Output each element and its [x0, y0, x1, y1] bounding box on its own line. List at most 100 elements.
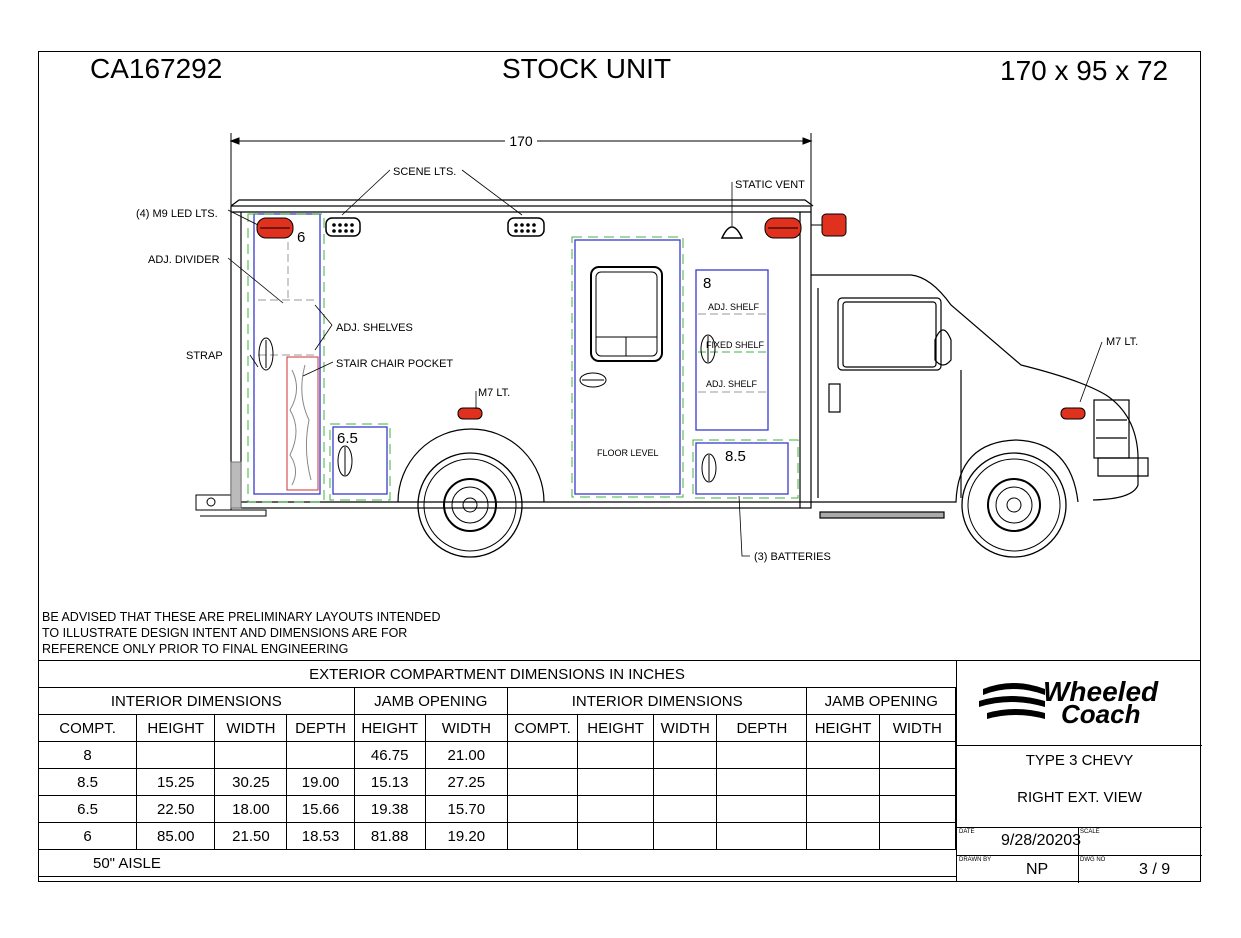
table-cell: 8 [37, 741, 138, 769]
table-cell [506, 822, 579, 850]
column-header: HEIGHT [353, 714, 426, 742]
m9-led-lights-callout: (4) M9 LED LTS. [136, 208, 218, 220]
chevy-cab [811, 274, 1149, 519]
table-cell [506, 768, 579, 796]
model-name: TYPE 3 CHEVY [1025, 752, 1134, 769]
batteries-callout: (3) BATTERIES [754, 551, 831, 563]
title-block-divider [1078, 827, 1079, 883]
table-column-header-row: COMPT. HEIGHT WIDTH DEPTH HEIGHT WIDTH C… [37, 714, 957, 742]
compartment-6-5 [329, 423, 391, 501]
callout-leaders [227, 169, 1103, 557]
table-cell [286, 741, 355, 769]
group-header-jamb-right: JAMB OPENING [806, 687, 956, 715]
page-title: STOCK UNIT [502, 53, 672, 84]
m9-led-light-corner-icon [811, 213, 847, 237]
table-cell [214, 741, 288, 769]
table-cell [653, 768, 718, 796]
column-header: WIDTH [878, 714, 957, 742]
logo-line-2: Coach [1061, 699, 1140, 729]
compartment-8-5 [692, 439, 799, 499]
overall-length-label: 170 [509, 133, 533, 149]
table-cell [806, 768, 880, 796]
table-cell: 18.00 [214, 795, 288, 823]
title-block: Wheeled Coach TYPE 3 CHEVY RIGHT EXT. VI… [956, 660, 1202, 883]
table-cell: 15.13 [353, 768, 426, 796]
scene-light-rear-icon [325, 217, 361, 237]
table-cell: 15.66 [286, 795, 355, 823]
adj-shelf-lower-label: ADJ. SHELF [706, 379, 758, 389]
rear-wheel-icon [397, 428, 545, 558]
column-header: DEPTH [286, 714, 355, 742]
scene-light-front-icon [507, 217, 545, 237]
overall-length-dimension [229, 133, 813, 205]
column-header: HEIGHT [806, 714, 880, 742]
table-cell [577, 795, 655, 823]
logo-line-1: Wheeled [1043, 676, 1159, 707]
table-cell [806, 741, 880, 769]
m7-light-body-icon [457, 407, 483, 420]
compartment-8 [695, 269, 769, 431]
rear-step [195, 461, 267, 517]
table-cell: 22.50 [136, 795, 216, 823]
table-cell [136, 741, 216, 769]
table-cell [716, 741, 808, 769]
compartment-6 [247, 213, 325, 503]
table-cell: 30.25 [214, 768, 288, 796]
stair-chair-pocket-callout: STAIR CHAIR POCKET [336, 358, 453, 370]
column-header: HEIGHT [136, 714, 216, 742]
column-header: WIDTH [653, 714, 718, 742]
table-group-header-row: INTERIOR DIMENSIONS JAMB OPENING INTERIO… [38, 687, 956, 715]
front-wheel-icon [961, 452, 1067, 558]
m7-light-body-callout: M7 LT. [478, 387, 510, 399]
table-title-row: EXTERIOR COMPARTMENT DIMENSIONS IN INCHE… [38, 660, 956, 688]
aisle-note: 50" AISLE [38, 849, 956, 877]
table-cell [806, 795, 880, 823]
table-cell: 19.38 [353, 795, 426, 823]
wheeled-coach-logo-icon: Wheeled Coach [979, 676, 1159, 729]
table-cell: 15.25 [136, 768, 216, 796]
table-cell [878, 741, 957, 769]
table-cell [506, 741, 579, 769]
drawing-sheet-border [38, 51, 1201, 882]
table-cell [653, 795, 718, 823]
table-cell [577, 741, 655, 769]
column-header: WIDTH [214, 714, 288, 742]
m7-light-cab-icon [1060, 407, 1086, 420]
patient-module-body [230, 199, 814, 509]
table-cell [878, 768, 957, 796]
drawn-by-value: NP [1026, 861, 1049, 878]
column-header: WIDTH [424, 714, 508, 742]
adj-shelf-upper-label: ADJ. SHELF [708, 302, 760, 312]
m9-led-light-rear-icon [256, 217, 294, 239]
table-cell [806, 822, 880, 850]
table-cell: 21.50 [214, 822, 288, 850]
table-cell [716, 822, 808, 850]
table-title: EXTERIOR COMPARTMENT DIMENSIONS IN INCHE… [38, 660, 956, 688]
table-cell [577, 768, 655, 796]
date-value: 9/28/20203 [1001, 832, 1082, 849]
m7-light-cab-callout: M7 LT. [1106, 336, 1138, 348]
dwg-no-value: 3 / 9 [1139, 861, 1171, 878]
compartment-dimensions-table: EXTERIOR COMPARTMENT DIMENSIONS IN INCHE… [37, 660, 957, 877]
unit-dimensions: 170 x 95 x 72 [1000, 55, 1169, 86]
scene-lights-callout: SCENE LTS. [393, 166, 456, 178]
table-cell [716, 795, 808, 823]
adj-divider-callout: ADJ. DIVIDER [148, 254, 220, 266]
compartment-8-5-number: 8.5 [725, 448, 746, 465]
preliminary-advisory-note: BE ADVISED THAT THESE ARE PRELIMINARY LA… [42, 610, 441, 656]
compartment-8-number: 8 [703, 275, 711, 292]
column-header: COMPT. [37, 714, 138, 742]
table-cell: 18.53 [286, 822, 355, 850]
table-cell [653, 822, 718, 850]
table-cell [878, 795, 957, 823]
title-block-divider [957, 827, 1202, 828]
fixed-shelf-label: FIXED SHELF [706, 340, 765, 350]
table-cell: 19.20 [424, 822, 508, 850]
compartment-6-5-number: 6.5 [337, 430, 358, 447]
table-cell: 6 [37, 822, 138, 850]
